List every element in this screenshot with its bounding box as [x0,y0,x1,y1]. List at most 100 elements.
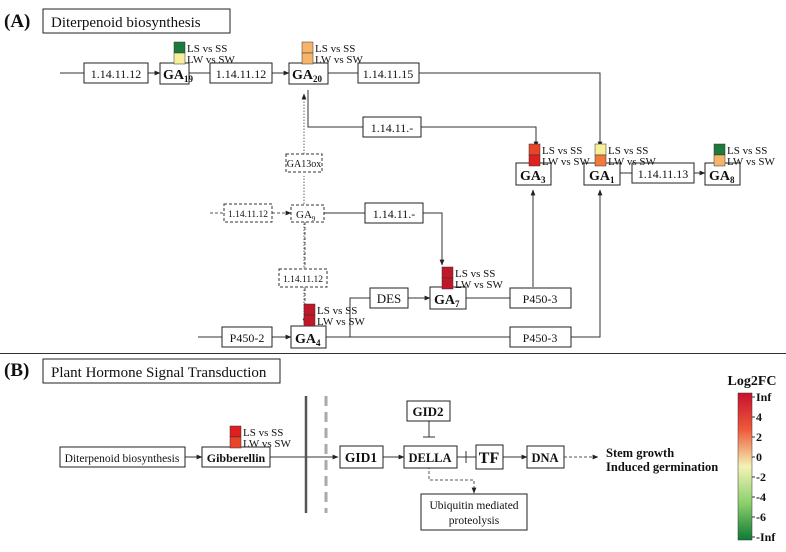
panel-b-title-box [42,358,281,384]
ubiquitin-label-line1: Ubiquitin mediated [429,500,518,512]
della-box [403,445,458,469]
comparison-label: LW vs SW [455,279,503,291]
comparison-label: LS vs SS [187,43,227,55]
tf-box [475,444,504,470]
heatmap-cell-top [303,303,316,316]
legend-ticks: Inf 4 2 0 -2 -4 -6 -Inf [752,390,776,544]
ubiquitin-box [420,493,528,531]
ubiquitin-label-line2: proteolysis [449,515,500,527]
enzyme-box [509,326,572,348]
legend-tick-label: -2 [756,470,766,484]
gibberellin-label: Gibberellin [207,451,266,465]
panel-a-letter: (A) [4,11,30,32]
comparison-label: LS vs SS [727,145,767,157]
dashed-enzyme-label: GA13ox [287,159,321,170]
comparison-label: LW vs SW [317,316,365,328]
gid2-label: GID2 [412,404,443,419]
comparison-label: LS vs SS [315,43,355,55]
compound-ga4: GA4 [295,332,321,348]
comparison-label: LW vs SW [243,438,291,450]
heatmap-cell-top [594,143,607,156]
dna-label: DNA [531,451,558,465]
compound-ga7: GA7 [434,293,460,309]
comparison-label: LW vs SW [608,156,656,168]
gid1-label: GID1 [345,450,378,465]
compound-ga20: GA20 [292,68,323,84]
compound-ga8: GA8 [709,169,735,185]
enzyme-label: P450-3 [523,331,558,345]
compound-ga3: GA3 [520,169,546,185]
comparison-label: LS vs SS [542,145,582,157]
comparison-label: LS vs SS [608,145,648,157]
legend-tick-label: 0 [756,450,762,464]
enzyme-label: 1.14.11.12 [91,67,142,81]
heatmap-cell-bottom [528,154,541,167]
enzyme-label: 1.14.11.- [371,121,414,135]
diterpenoid-label: Diterpenoid biosynthesis [65,453,180,465]
heatmap-cell-bottom [301,52,314,65]
heatmap-cell-bottom [303,314,316,327]
enzyme-box [362,116,422,138]
comparison-label: LS vs SS [317,305,357,317]
enzyme-box [357,62,420,84]
gid2-box [406,400,451,422]
compound-ga19: GA19 [163,68,194,84]
enzyme-label: 1.14.11.- [373,207,416,221]
comparison-label: LW vs SW [315,54,363,66]
legend-tick-label: -6 [756,510,766,524]
compound-ga9: GA9 [296,209,316,223]
gid1-box [339,445,384,469]
panel-a-title-box [42,8,231,34]
heatmap-cell-bottom [229,436,242,449]
comparison-label: LS vs SS [243,427,283,439]
della-label: DELLA [408,451,451,465]
heatmap-cell-top [173,41,186,54]
enzyme-box [221,326,273,348]
comparison-label: LS vs SS [455,268,495,280]
dashed-enzyme-box [278,268,328,288]
heatmap-cell-top [229,425,242,438]
enzyme-box [209,62,273,84]
enzyme-box [364,202,424,224]
comparison-label: LW vs SW [187,54,235,66]
diterpenoid-box [59,446,186,468]
enzyme-label: 1.14.11.12 [216,67,267,81]
dashed-enzyme-label: 1.14.11.12 [283,275,323,285]
outcome-stem-growth: Stem growth [606,446,674,460]
legend-tick-label: Inf [756,390,772,404]
enzyme-label: DES [377,291,402,306]
dashed-compound-box [290,204,325,223]
heatmap-cell-top [301,41,314,54]
dashed-enzyme-box [285,153,323,173]
enzyme-label: 1.14.11.13 [638,167,689,181]
heatmap-cell-bottom [173,52,186,65]
enzyme-label: P450-3 [523,292,558,306]
heatmap-cell-top [528,143,541,156]
enzyme-box [369,287,409,309]
panel-b-title: Plant Hormone Signal Transduction [51,365,267,381]
legend-color-bar [737,392,753,541]
outcome-induced-germination: Induced germination [606,460,718,474]
enzyme-box [83,62,149,84]
panel-b-letter: (B) [4,360,29,381]
dna-box [526,445,565,469]
legend-tick-label: 2 [756,430,762,444]
heatmap-cell-bottom [441,277,454,290]
legend-tick-label: -Inf [756,530,776,544]
comparison-label: LW vs SW [727,156,775,168]
legend-tick-label: 4 [756,410,762,424]
heatmap-cell-top [441,266,454,279]
heatmap-cell-top [713,143,726,156]
dashed-enzyme-label: 1.14.11.12 [228,210,268,220]
tf-label: TF [479,450,500,467]
legend-title: Log2FC [728,374,777,389]
compound-ga1: GA1 [589,169,615,185]
enzyme-box [509,287,572,309]
enzyme-box [631,162,695,184]
comparison-label: LW vs SW [542,156,590,168]
legend-tick-label: -4 [756,490,766,504]
heatmap-cell-bottom [713,154,726,167]
dashed-enzyme-box [223,203,273,223]
enzyme-label: 1.14.11.15 [363,67,414,81]
